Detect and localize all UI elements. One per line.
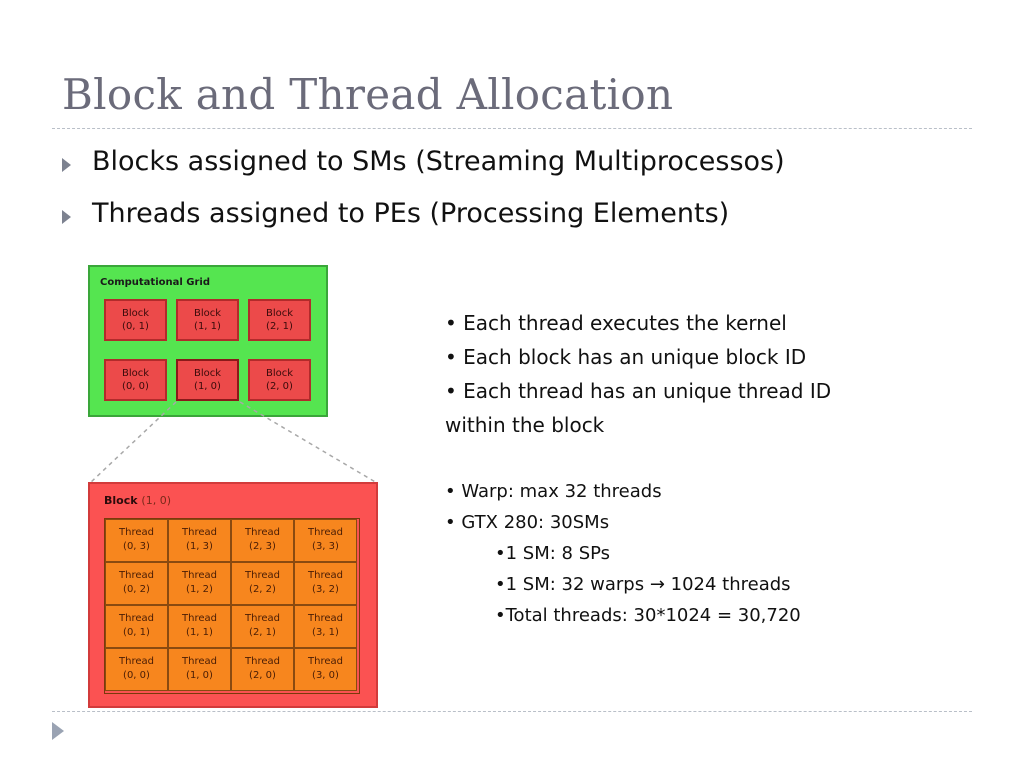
grid-block-selected: Block (1, 0) xyxy=(176,359,239,401)
block-detail-label: Block xyxy=(104,494,138,507)
block-detail-index: (1, 0) xyxy=(141,494,171,507)
thread-coord: (0, 0) xyxy=(123,670,150,681)
thread-coord: (2, 2) xyxy=(249,584,276,595)
thread-label: Thread xyxy=(182,570,217,581)
thread-cell: Thread (1, 2) xyxy=(168,562,231,605)
computational-grid: Computational Grid Block (0, 1) Block (1, … xyxy=(88,265,328,417)
thread-coord: (2, 1) xyxy=(249,627,276,638)
thread-coord: (3, 1) xyxy=(312,627,339,638)
grid-block: Block (0, 0) xyxy=(104,359,167,401)
block-coord: (1, 1) xyxy=(194,321,221,332)
thread-cell: Thread (3, 0) xyxy=(294,648,357,691)
thread-cell: Thread (3, 1) xyxy=(294,605,357,648)
block-coord: (0, 0) xyxy=(122,381,149,392)
thread-label: Thread xyxy=(119,527,154,538)
thread-label: Thread xyxy=(119,613,154,624)
spec-line: • Warp: max 32 threads xyxy=(445,481,662,502)
bullet-text: Blocks assigned to SMs (Streaming Multip… xyxy=(92,146,785,177)
spec-subline: •1 SM: 32 warps → 1024 threads xyxy=(495,574,791,595)
note-line: • Each thread has an unique thread ID xyxy=(445,379,832,403)
thread-label: Thread xyxy=(308,613,343,624)
thread-cell: Thread (0, 2) xyxy=(105,562,168,605)
next-slide-arrow-icon[interactable] xyxy=(52,722,64,740)
thread-grid: Thread (0, 3) Thread (1, 3) Thread (2, 3) T… xyxy=(104,518,360,694)
note-line: • Each thread executes the kernel xyxy=(445,311,787,335)
thread-coord: (0, 1) xyxy=(123,627,150,638)
block-label: Block xyxy=(265,368,294,379)
block-coord: (2, 1) xyxy=(266,321,293,332)
thread-cell: Thread (2, 1) xyxy=(231,605,294,648)
thread-cell: Thread (1, 0) xyxy=(168,648,231,691)
thread-cell: Thread (2, 3) xyxy=(231,519,294,562)
thread-cell: Thread (0, 1) xyxy=(105,605,168,648)
thread-coord: (2, 0) xyxy=(249,670,276,681)
grid-title: Computational Grid xyxy=(100,277,211,288)
thread-cell: Thread (3, 3) xyxy=(294,519,357,562)
thread-label: Thread xyxy=(245,527,280,538)
thread-label: Thread xyxy=(245,570,280,581)
thread-label: Thread xyxy=(119,656,154,667)
slide-title: Block and Thread Allocation xyxy=(62,70,674,119)
bullet-text: Threads assigned to PEs (Processing Elem… xyxy=(92,198,730,229)
spec-subline: •1 SM: 8 SPs xyxy=(495,543,611,564)
spec-line: • GTX 280: 30SMs xyxy=(445,512,610,533)
thread-label: Thread xyxy=(119,570,154,581)
grid-block: Block (2, 0) xyxy=(248,359,311,401)
thread-coord: (1, 3) xyxy=(186,541,213,552)
triangle-right-icon xyxy=(62,158,71,172)
block-detail: Block (1, 0) Thread (0, 3) Thread (1, 3) T… xyxy=(88,482,378,708)
note-line: within the block xyxy=(445,413,605,437)
footer-divider xyxy=(52,711,972,712)
thread-coord: (2, 3) xyxy=(249,541,276,552)
thread-coord: (1, 1) xyxy=(186,627,213,638)
thread-cell: Thread (2, 2) xyxy=(231,562,294,605)
thread-label: Thread xyxy=(182,656,217,667)
thread-label: Thread xyxy=(308,656,343,667)
spec-subline: •Total threads: 30*1024 = 30,720 xyxy=(495,605,801,626)
block-coord: (2, 0) xyxy=(266,381,293,392)
thread-cell: Thread (0, 0) xyxy=(105,648,168,691)
block-detail-title: Block (1, 0) xyxy=(104,494,171,507)
thread-coord: (3, 3) xyxy=(312,541,339,552)
triangle-right-icon xyxy=(62,210,71,224)
block-label: Block xyxy=(193,368,222,379)
note-line: • Each block has an unique block ID xyxy=(445,345,807,369)
spec-notes: • Warp: max 32 threads • GTX 280: 30SMs … xyxy=(445,476,801,631)
block-label: Block xyxy=(193,308,222,319)
thread-coord: (1, 2) xyxy=(186,584,213,595)
thread-coord: (0, 2) xyxy=(123,584,150,595)
thread-cell: Thread (3, 2) xyxy=(294,562,357,605)
thread-coord: (3, 2) xyxy=(312,584,339,595)
thread-label: Thread xyxy=(245,613,280,624)
thread-cell: Thread (2, 0) xyxy=(231,648,294,691)
block-coord: (0, 1) xyxy=(122,321,149,332)
grid-block: Block (1, 1) xyxy=(176,299,239,341)
block-label: Block xyxy=(121,368,150,379)
thread-label: Thread xyxy=(308,527,343,538)
grid-block: Block (2, 1) xyxy=(248,299,311,341)
block-label: Block xyxy=(265,308,294,319)
thread-coord: (1, 0) xyxy=(186,670,213,681)
thread-coord: (0, 3) xyxy=(123,541,150,552)
thread-label: Thread xyxy=(182,527,217,538)
thread-label: Thread xyxy=(308,570,343,581)
grid-block: Block (0, 1) xyxy=(104,299,167,341)
thread-cell: Thread (0, 3) xyxy=(105,519,168,562)
title-divider xyxy=(52,128,972,129)
thread-cell: Thread (1, 1) xyxy=(168,605,231,648)
thread-cell: Thread (1, 3) xyxy=(168,519,231,562)
block-coord: (1, 0) xyxy=(194,381,221,392)
thread-coord: (3, 0) xyxy=(312,670,339,681)
kernel-notes: • Each thread executes the kernel • Each… xyxy=(445,306,831,442)
thread-label: Thread xyxy=(245,656,280,667)
block-label: Block xyxy=(121,308,150,319)
thread-label: Thread xyxy=(182,613,217,624)
